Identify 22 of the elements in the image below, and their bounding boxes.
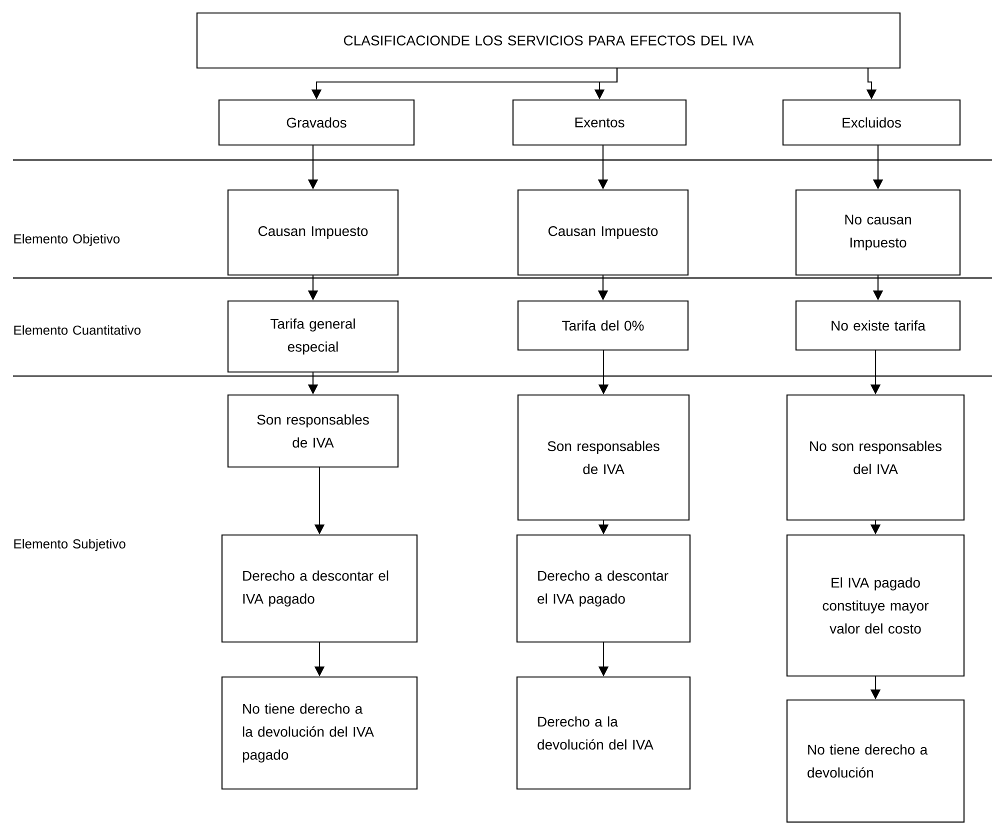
process-box: No existe tarifa — [795, 300, 961, 351]
process-box: El IVA pagado constituye mayor valor del costo — [786, 534, 965, 677]
process-box: No causan Impuesto — [795, 189, 961, 276]
process-box: Son responsables de IVA — [517, 394, 690, 521]
process-box: No son responsables del IVA — [786, 394, 965, 521]
process-box: No tiene derecho a devolución — [786, 699, 965, 823]
process-box: Causan Impuesto — [517, 189, 689, 276]
process-box: Tarifa general especial — [227, 300, 399, 373]
title-box: CLASIFICACIONDE LOS SERVICIOS PARA EFECTOS DEL IVA — [196, 12, 901, 69]
row-label: Elemento Cuantitativo — [14, 325, 141, 335]
process-box: Tarifa del 0% — [517, 300, 689, 351]
process-box: Derecho a la devolución del IVA — [516, 676, 691, 790]
process-box: No tiene derecho a la devolución del IVA pagado — [221, 676, 418, 790]
process-box: Derecho a descontar el IVA pagado — [516, 534, 691, 643]
process-box: Exentos — [512, 99, 687, 146]
process-box: Derecho a descontar el IVA pagado — [221, 534, 418, 643]
process-box: Excluidos — [782, 99, 961, 146]
process-box: Gravados — [218, 99, 415, 146]
process-box: Son responsables de IVA — [227, 394, 399, 468]
process-box: Causan Impuesto — [227, 189, 399, 276]
row-label: Elemento Objetivo — [14, 234, 120, 246]
row-label: Elemento Subjetivo — [14, 538, 126, 552]
